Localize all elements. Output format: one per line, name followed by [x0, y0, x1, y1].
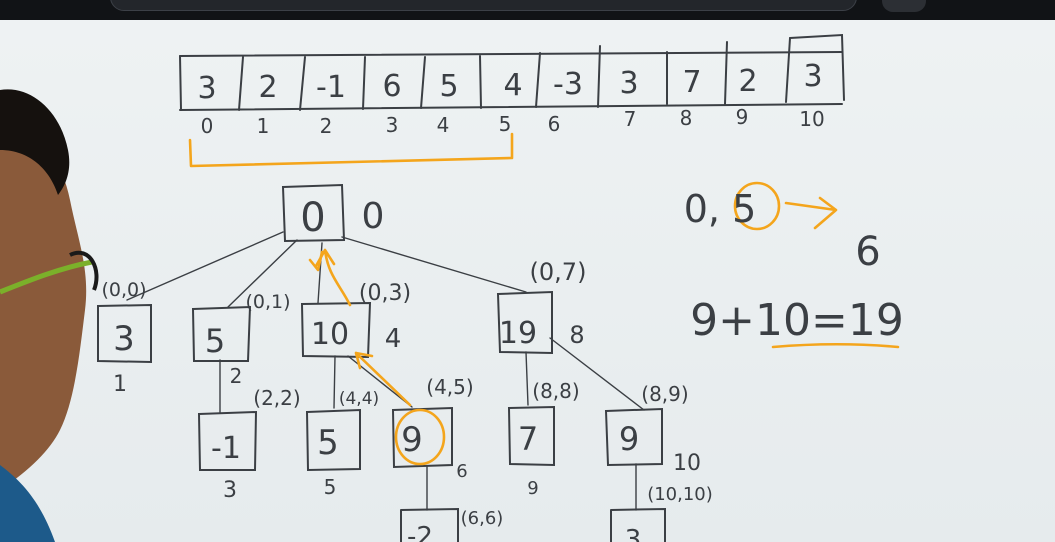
highlight-circle-query: [733, 181, 781, 231]
range-label: (8,8): [532, 379, 579, 403]
node-index: 1: [113, 372, 127, 397]
root-node-box: [281, 183, 346, 243]
sum-equation: 9+10=19: [690, 295, 904, 346]
array-value: 4: [503, 68, 522, 103]
array-index: 3: [386, 113, 399, 137]
range-label: (0,1): [245, 291, 290, 313]
array-value: 2: [258, 70, 277, 105]
array-values: 3 2 -1 6 5 4 -3 3 7 2 3: [197, 59, 822, 106]
node-value: 5: [317, 423, 339, 463]
node-value: 9: [401, 420, 423, 460]
array-indices: 0 1 2 3 4 5 6 7 8 9 10: [201, 105, 825, 138]
glasses-icon: [0, 259, 93, 295]
range-label: (4,4): [339, 389, 379, 409]
array-index: 9: [736, 105, 749, 129]
node-value: 3: [113, 319, 135, 359]
node-index: 5: [324, 475, 337, 499]
node-index-labels: 1 2 4 8 3 5 6 9 10: [113, 321, 701, 503]
orange-annotations: [308, 181, 900, 466]
array-value: -1: [316, 70, 346, 105]
highlight-circle-node: [394, 408, 446, 466]
range-label: (8,9): [641, 382, 688, 406]
side-notes: 0, 5 6 9+10=19: [684, 187, 904, 346]
node-value: -1: [211, 431, 241, 466]
node-value: 7: [518, 420, 538, 458]
range-label: (6,6): [461, 508, 504, 529]
update-arrow-tick: [308, 250, 324, 272]
node-value: 3: [625, 525, 642, 542]
node-index: 6: [456, 461, 467, 482]
array-index: 2: [320, 114, 333, 138]
presenter-face: [0, 120, 87, 490]
array-index: 4: [437, 113, 450, 137]
array-index: 6: [548, 112, 561, 136]
node-value: -2: [407, 522, 433, 542]
range-label: (2,2): [253, 386, 300, 410]
glasses-frame: [69, 250, 99, 291]
array-value: 2: [738, 64, 757, 99]
presenter-shirt: [0, 465, 55, 542]
array-value: 3: [803, 59, 822, 94]
range-label: (0,7): [530, 258, 587, 286]
node-value: 5: [205, 322, 225, 360]
array-boxes: [179, 33, 845, 111]
node-index: 4: [385, 324, 402, 354]
range-label: (10,10): [647, 484, 713, 505]
node-index: 9: [527, 478, 538, 499]
tree-node-boxes: [97, 183, 666, 542]
array-value: 7: [682, 65, 701, 100]
range-labels: (0,0) (0,1) (0,3) (0,7) (2,2) (4,4) (4,5…: [101, 258, 712, 529]
array-top-line: [179, 51, 843, 57]
array-value: 5: [439, 69, 458, 104]
array-value: 3: [619, 66, 638, 101]
array-bottom-line: [179, 103, 843, 111]
query-label: 0, 5: [684, 187, 757, 231]
result-index: 6: [855, 229, 880, 275]
node-value: 9: [619, 420, 639, 458]
array-value: 6: [382, 69, 401, 104]
array-index: 8: [680, 106, 693, 130]
node-index: 8: [569, 321, 584, 349]
sum-underline: [771, 343, 900, 349]
array-index: 5: [499, 112, 512, 136]
array-index: 7: [624, 107, 637, 131]
array-index: 10: [799, 107, 824, 131]
node-index: 3: [223, 478, 237, 503]
query-arrow: [784, 196, 838, 230]
tree-node-values: 0 0 3 5 10 19 -1 5 9 7 9 -2 3: [113, 195, 641, 542]
node-index: 10: [673, 451, 701, 476]
range-label: (0,3): [359, 281, 411, 306]
root-node-value: 0: [300, 195, 325, 241]
node-index: 2: [230, 364, 243, 388]
array-value: -3: [553, 67, 583, 102]
node-value: 19: [499, 316, 537, 351]
array-index: 1: [257, 114, 270, 138]
root-node-index: 0: [362, 196, 385, 237]
presenter-hair: [0, 89, 70, 195]
round-button-shape: [882, 0, 926, 12]
array-value: 3: [197, 71, 216, 106]
video-top-bar: [0, 0, 1055, 20]
update-arrow: [354, 351, 412, 407]
range-label: (0,0): [101, 279, 146, 301]
node-value: 10: [311, 317, 349, 352]
range-bracket: [188, 132, 514, 168]
presenter: [0, 89, 99, 542]
range-label: (4,5): [426, 375, 473, 399]
array-index: 0: [201, 114, 214, 138]
